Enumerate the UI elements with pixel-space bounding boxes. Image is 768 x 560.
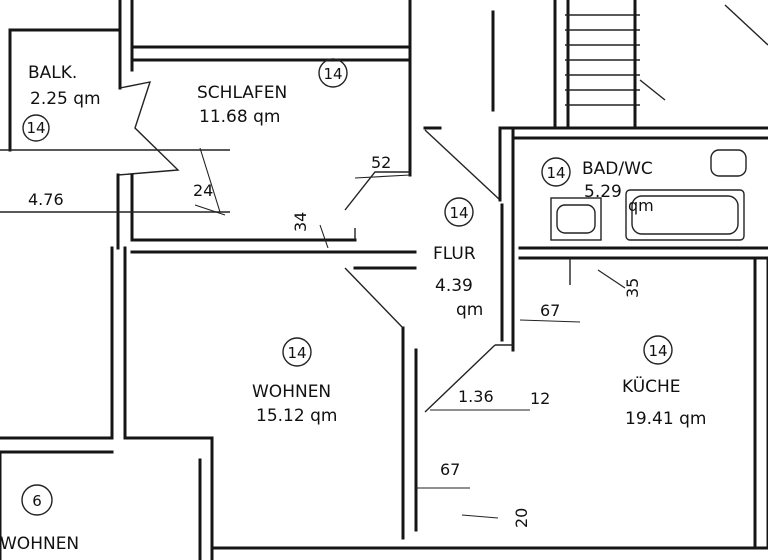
room-markers: 14 14 14 14 14 14 6 bbox=[21, 58, 673, 516]
room-marker-kueche: 14 bbox=[643, 335, 673, 365]
dimension-476: 4.76 bbox=[28, 190, 64, 209]
room-area-wohnen: 15.12 qm bbox=[256, 406, 337, 426]
room-area-unit-bad: qm bbox=[628, 196, 654, 215]
room-name-schlafen: SCHLAFEN bbox=[197, 83, 287, 103]
room-area-flur: 4.39 bbox=[435, 276, 473, 296]
bathtub bbox=[625, 189, 745, 241]
toilet bbox=[710, 149, 747, 177]
dimension-12: 12 bbox=[530, 389, 550, 408]
room-marker-balkon: 14 bbox=[22, 114, 50, 142]
room-name-bad: BAD/WC bbox=[582, 159, 653, 179]
dimension-52: 52 bbox=[371, 153, 391, 172]
room-marker-bad: 14 bbox=[541, 157, 571, 187]
svg-text:14: 14 bbox=[287, 344, 306, 362]
dimension-35: 35 bbox=[623, 278, 642, 298]
room-marker-neighbor: 6 bbox=[21, 484, 53, 516]
dimension-67-top: 67 bbox=[540, 301, 560, 320]
dimension-lines bbox=[194, 147, 626, 519]
room-area-kueche: 19.41 qm bbox=[625, 409, 706, 429]
room-name-balkon: BALK. bbox=[28, 63, 77, 83]
dimension-labels: 4.76 24 52 34 35 67 1.36 12 67 20 bbox=[28, 153, 642, 528]
room-name-neighbor: WOHNEN bbox=[0, 534, 79, 554]
svg-text:14: 14 bbox=[546, 164, 565, 182]
room-area-balkon: 2.25 qm bbox=[30, 89, 101, 109]
dimension-24: 24 bbox=[193, 181, 213, 200]
room-name-kueche: KÜCHE bbox=[622, 375, 681, 397]
room-marker-schlafen: 14 bbox=[318, 58, 348, 88]
room-marker-flur: 14 bbox=[444, 197, 474, 227]
svg-text:14: 14 bbox=[648, 342, 667, 360]
dimension-34: 34 bbox=[291, 212, 310, 232]
room-area-unit-flur: qm bbox=[456, 300, 483, 320]
svg-text:14: 14 bbox=[323, 65, 342, 83]
room-marker-wohnen: 14 bbox=[282, 337, 312, 367]
svg-text:14: 14 bbox=[26, 119, 45, 137]
washbasin bbox=[550, 197, 602, 241]
dimension-20: 20 bbox=[512, 508, 531, 528]
room-area-schlafen: 11.68 qm bbox=[199, 107, 280, 127]
room-labels: BALK. 2.25 qm SCHLAFEN 11.68 qm BAD/WC 5… bbox=[0, 63, 706, 554]
room-name-wohnen: WOHNEN bbox=[252, 382, 331, 402]
dimension-67-bottom: 67 bbox=[440, 460, 460, 479]
dimension-136: 1.36 bbox=[458, 387, 494, 406]
room-name-flur: FLUR bbox=[433, 244, 476, 264]
svg-text:6: 6 bbox=[32, 492, 42, 510]
svg-text:14: 14 bbox=[449, 204, 468, 222]
room-area-bad: 5.29 bbox=[584, 182, 622, 202]
